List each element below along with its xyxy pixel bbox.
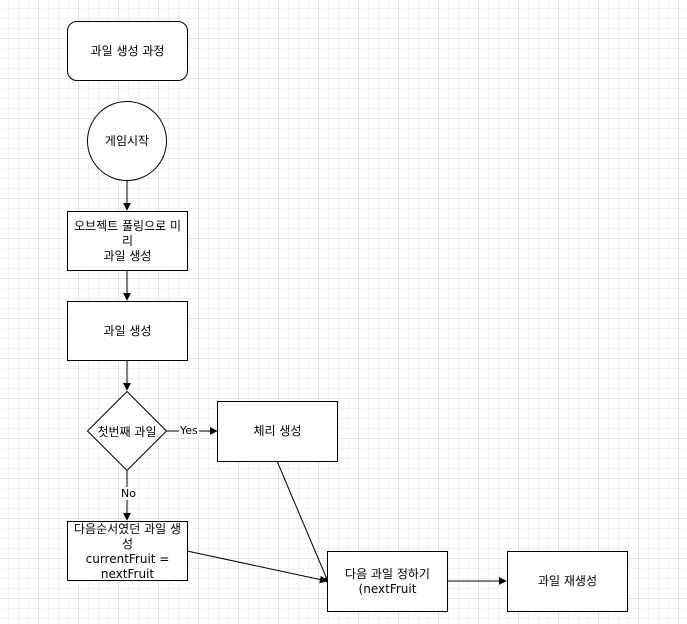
diamond-shape <box>87 391 167 471</box>
decision-label: 첫번째 과일 <box>97 424 157 439</box>
decide-next-fruit-node: 다음 과일 정하기 (nextFruit <box>327 551 448 612</box>
start-node: 게임시작 <box>87 101 167 181</box>
next-order-fruit-node: 다음순서였던 과일 생성 currentFruit = nextFruit <box>67 521 188 581</box>
edge-cherry-to-decide-next <box>276 460 330 585</box>
no-label: No <box>120 487 137 500</box>
first-fruit-decision: 첫번째 과일 <box>87 391 167 471</box>
regenerate-fruit-node: 과일 재생성 <box>507 551 628 612</box>
cherry-node: 체리 생성 <box>217 401 338 462</box>
pooling-node: 오브젝트 풀링으로 미리 과일 생성 <box>67 211 188 271</box>
title-box: 과일 생성 과정 <box>67 21 188 81</box>
yes-label: Yes <box>179 424 199 437</box>
create-fruit-node: 과일 생성 <box>67 301 188 361</box>
edge-next-order-to-decide-next <box>186 550 328 584</box>
